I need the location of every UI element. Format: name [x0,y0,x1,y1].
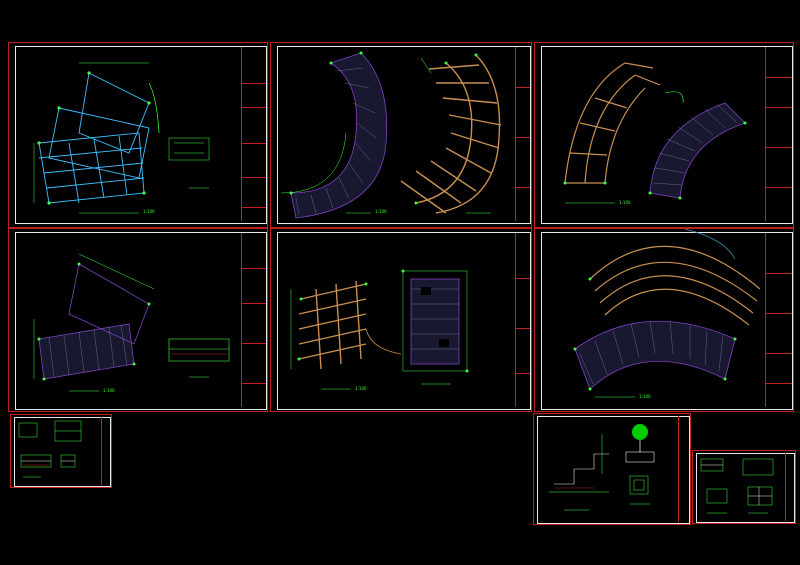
plan-drawing [290,269,469,390]
drawing-sheet-3[interactable]: 1:100 [534,42,794,228]
drawing-sheet-1[interactable]: 1:100 [8,42,268,228]
drawing-frame [15,232,267,410]
drawing-sheet-5[interactable]: 1:100 [270,228,532,412]
sheet-scale-label: 1:100 [103,388,115,393]
title-block [765,47,792,221]
drawing-sheet-9[interactable] [692,450,796,524]
drawing-frame [15,46,267,224]
title-block [241,233,266,407]
drawing-frame [541,232,793,410]
title-block [515,233,530,407]
title-block [101,417,110,485]
title-block [515,47,530,221]
sheet-scale-label: 1:100 [355,386,367,391]
sheet-scale-label: 1:100 [143,209,155,214]
drawing-sheet-2[interactable]: 1:100 [270,42,532,228]
drawing-frame [277,232,531,410]
sheet-scale-label: 1:100 [619,200,631,205]
drawing-frame [696,453,795,523]
drawing-sheet-7[interactable] [10,414,112,488]
title-block [678,416,689,522]
detail-drawing [549,424,655,511]
title-block [241,47,266,221]
plan-drawing [563,62,747,204]
detail-drawing [18,420,82,478]
tree-symbol-icon [632,424,648,440]
plan-drawing [280,51,502,219]
sheet-scale-label: 1:100 [639,394,651,399]
plan-drawing [33,253,230,392]
plan-drawing [573,229,761,398]
sheet-scale-label: 1:100 [375,209,387,214]
title-block [765,233,792,407]
drawing-sheet-4[interactable]: 1:100 [8,228,268,412]
plan-drawing [33,62,210,214]
title-block [785,453,794,521]
drawing-frame [541,46,793,224]
detail-drawing [700,458,774,514]
drawing-sheet-6[interactable]: 1:100 [534,228,794,412]
drawing-frame [14,417,111,487]
drawing-sheet-8[interactable] [533,413,691,525]
drawing-frame [537,416,690,524]
drawing-frame [277,46,531,224]
